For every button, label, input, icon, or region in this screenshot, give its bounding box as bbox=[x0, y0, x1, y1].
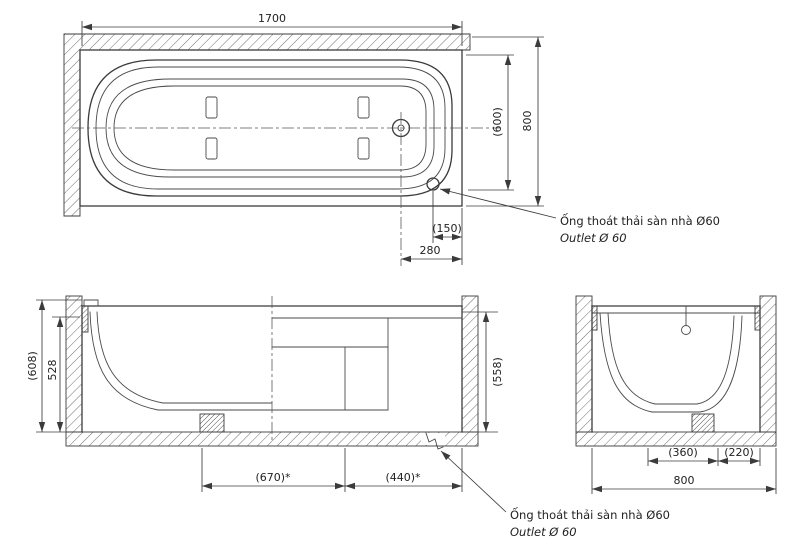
dim-width-label: 800 bbox=[521, 111, 534, 132]
dim-corner-width-label: (220) bbox=[724, 446, 754, 459]
end-basin-wall-outer bbox=[599, 312, 743, 413]
dim-outlet-offset-label: (150) bbox=[432, 222, 462, 235]
plan-tub bbox=[72, 49, 500, 266]
dim-inner-width-label: (600) bbox=[491, 107, 504, 137]
end-dimensions: (360) (220) 800 bbox=[591, 446, 777, 494]
tub-basin-inner bbox=[113, 85, 427, 171]
side-tub bbox=[81, 296, 463, 450]
end-wall-left-hatching bbox=[575, 295, 593, 433]
leader-line bbox=[439, 188, 557, 219]
end-rim-section-right bbox=[754, 305, 761, 331]
side-wall-left-hatching bbox=[65, 295, 83, 433]
leader-line bbox=[440, 450, 507, 513]
tub-pad bbox=[357, 137, 370, 160]
floor-drain-gap bbox=[421, 433, 445, 445]
plan-outlet-note-line1: Ống thoát thải sàn nhà Ø60 bbox=[560, 212, 720, 228]
plan-outlet-note-line2: Outlet Ø 60 bbox=[560, 231, 627, 245]
tub-rim-inner bbox=[95, 66, 446, 190]
overflow-symbol bbox=[681, 325, 691, 335]
dim-total-width-label: 800 bbox=[674, 474, 695, 487]
side-dimensions: (608) 528 (558) (670)* (440)* bbox=[26, 299, 504, 492]
side-rim-section bbox=[81, 305, 89, 333]
side-outlet-note-line1: Ống thoát thải sàn nhà Ø60 bbox=[510, 506, 670, 522]
dim-apron-length-label: (440)* bbox=[385, 471, 421, 484]
plan-dimensions: 1700 (600) 800 (150) 280 bbox=[81, 12, 544, 265]
dim-rim-height-label: 528 bbox=[46, 360, 59, 381]
side-basin-wall-inner bbox=[96, 311, 273, 404]
tub-pad bbox=[205, 137, 218, 160]
side-rim-lip bbox=[83, 299, 99, 307]
tub-pad bbox=[205, 96, 218, 119]
tub-rim-outer bbox=[87, 59, 453, 197]
side-wall-right-hatching bbox=[461, 295, 479, 433]
end-rim-section-left bbox=[591, 305, 598, 331]
dim-drain-offset-label: 280 bbox=[420, 244, 441, 257]
floor-drain-trap bbox=[425, 432, 444, 450]
dim-length-label: 1700 bbox=[258, 12, 286, 25]
end-floor-hatching bbox=[575, 431, 777, 447]
side-support-block bbox=[199, 413, 225, 433]
side-outlet-note: Ống thoát thải sàn nhà Ø60 Outlet Ø 60 bbox=[440, 450, 670, 539]
side-basin-wall-outer bbox=[89, 311, 273, 411]
side-outlet-note-line2: Outlet Ø 60 bbox=[510, 525, 577, 539]
tub-basin-outer bbox=[105, 78, 435, 178]
plan-outlet-note: Ống thoát thải sàn nhà Ø60 Outlet Ø 60 bbox=[439, 188, 720, 245]
dim-inner-height-label: (558) bbox=[491, 357, 504, 387]
dim-basin-length-label: (670)* bbox=[255, 471, 291, 484]
end-wall-right-hatching bbox=[759, 295, 777, 433]
outlet-symbol bbox=[426, 177, 440, 191]
end-basin-wall-inner bbox=[607, 312, 735, 405]
end-tub bbox=[591, 305, 761, 433]
end-support-block bbox=[691, 413, 715, 433]
dim-basin-width-label: (360) bbox=[668, 446, 698, 459]
plan-view: 1700 (600) 800 (150) 280 Ống thoát thải … bbox=[63, 12, 720, 266]
end-view: (360) (220) 800 bbox=[575, 295, 777, 494]
side-walls bbox=[65, 295, 479, 447]
dim-total-height-label: (608) bbox=[26, 351, 39, 381]
side-view: (608) 528 (558) (670)* (440)* Ống thoát … bbox=[26, 295, 670, 539]
end-walls bbox=[575, 295, 777, 447]
tub-pad bbox=[357, 96, 370, 119]
